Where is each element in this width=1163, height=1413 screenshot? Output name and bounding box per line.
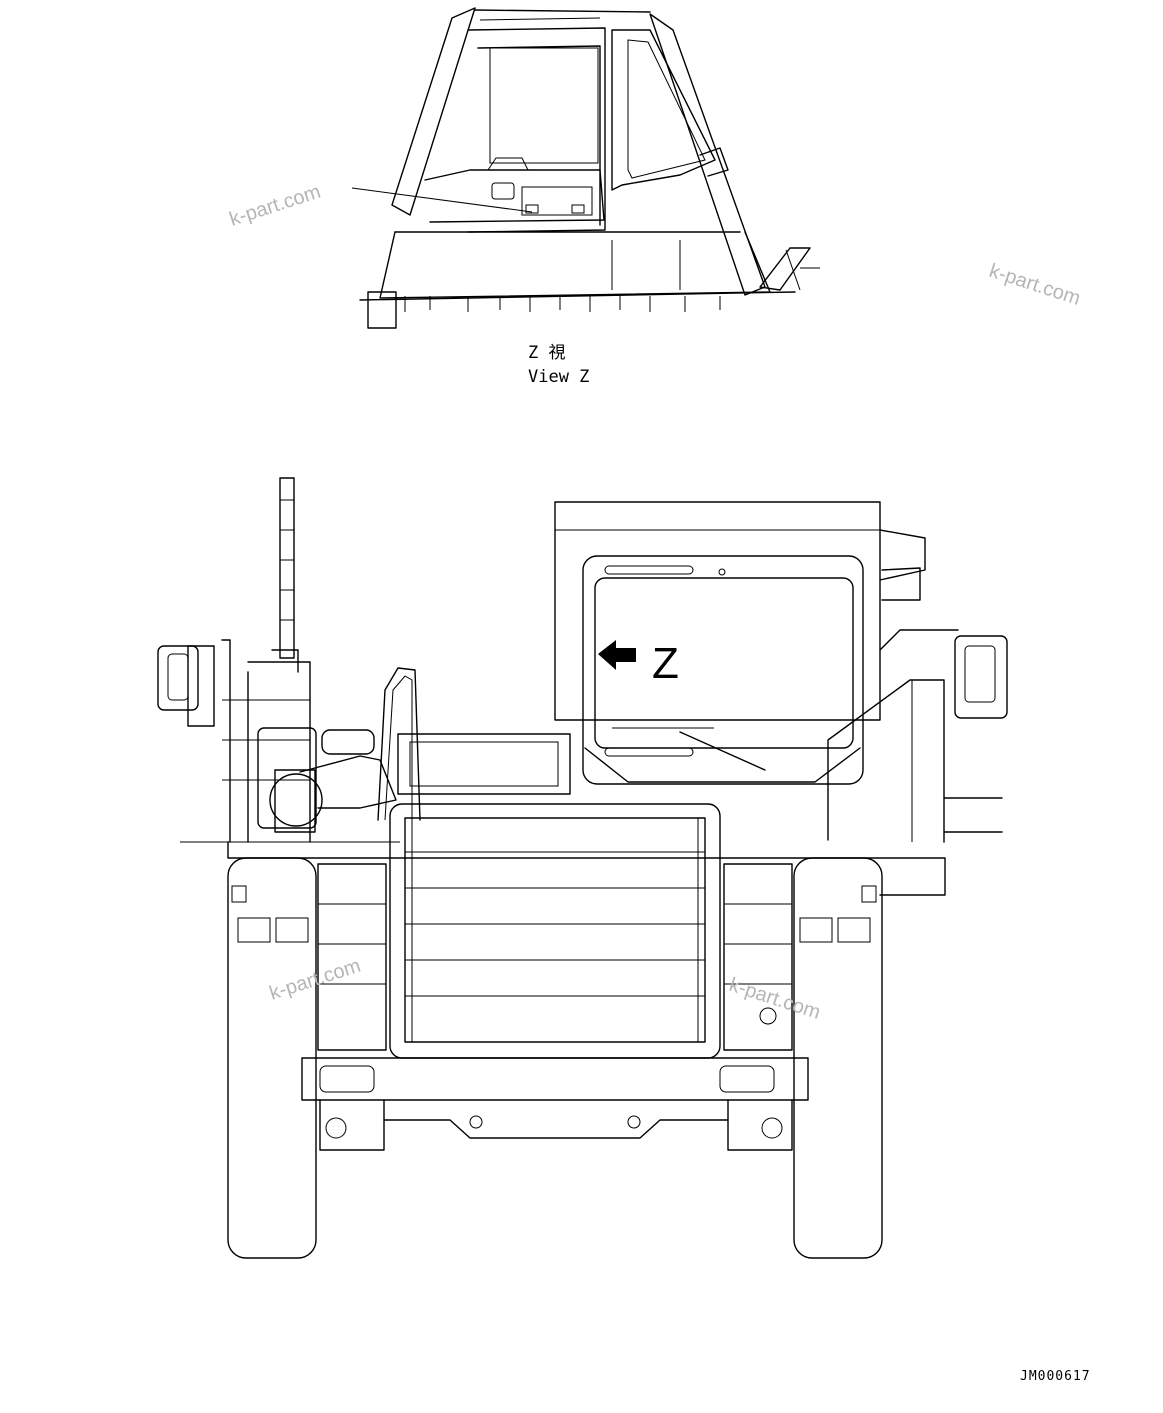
view-z-cab-drawing <box>351 7 820 329</box>
watermark-4: k-part.com <box>726 974 823 1024</box>
z-arrow-label: Z <box>652 639 679 688</box>
view-caption-english: View Z <box>528 367 589 387</box>
drawing-number: JM000617 <box>1020 1369 1091 1384</box>
z-view-arrow-icon <box>598 640 636 670</box>
watermark-1: k-part.com <box>227 181 324 231</box>
watermark-2: k-part.com <box>986 260 1083 310</box>
watermark-3: k-part.com <box>267 955 364 1005</box>
dump-truck-front-view: Z <box>157 477 1008 1259</box>
view-caption-japanese: Z 視 <box>528 343 565 363</box>
